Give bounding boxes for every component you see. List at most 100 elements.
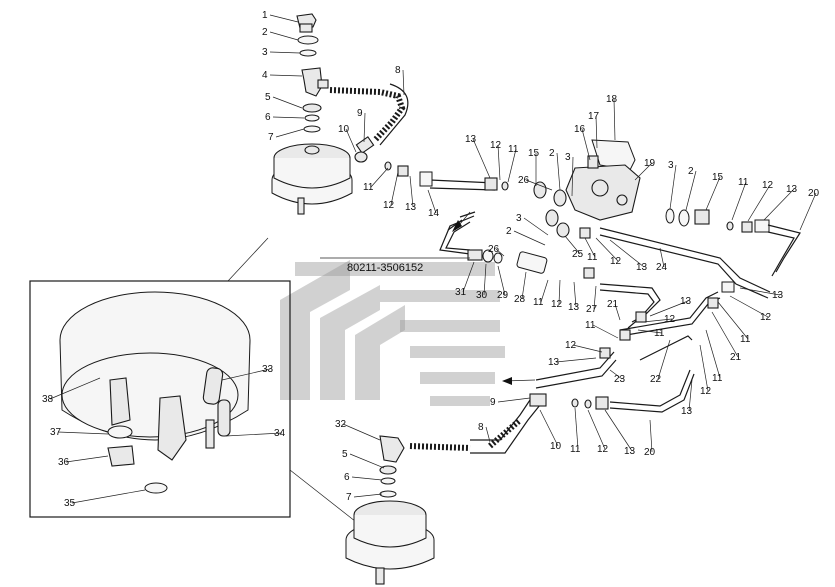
upper-brake-chamber [271, 143, 353, 215]
callout-c9: 9 [357, 108, 363, 119]
callout-c11a: 11 [363, 182, 374, 193]
callout-c22: 22 [650, 374, 662, 385]
callout-c21a: 21 [607, 299, 619, 310]
callout-c8: 8 [395, 65, 401, 76]
callout-c13d: 13 [636, 262, 648, 273]
tube-20-lower [609, 369, 691, 407]
leader-line [556, 152, 561, 191]
callout-c12e: 12 [551, 299, 563, 310]
leader-line [472, 138, 491, 179]
lower-flexible-hose [409, 443, 471, 451]
leader-line [353, 493, 383, 498]
callout-c11f: 11 [654, 328, 665, 339]
lower-hose-end-fitting [529, 393, 592, 409]
callout-c37: 37 [50, 427, 62, 438]
callout-c2c: 2 [506, 226, 512, 237]
callout-c5b: 5 [342, 449, 348, 460]
callout-c13a: 13 [405, 202, 417, 213]
valve-assembly [533, 139, 641, 238]
leader-line [571, 156, 574, 197]
leader-line [595, 237, 619, 262]
leader-line [604, 409, 633, 452]
callout-c12f: 12 [664, 314, 676, 325]
callout-c13c: 13 [786, 184, 798, 195]
callout-c23: 23 [614, 374, 626, 385]
leader-line [799, 192, 817, 231]
callout-c26b: 26 [488, 244, 500, 255]
leader-line [717, 301, 749, 340]
leader-line [669, 164, 677, 210]
callout-c12b: 12 [490, 140, 502, 151]
callout-c5: 5 [265, 92, 271, 103]
leader-line [272, 96, 303, 109]
leader-line [71, 489, 146, 504]
callout-c12d: 12 [610, 256, 622, 267]
leader-line [540, 279, 549, 303]
callout-c36: 36 [58, 457, 70, 468]
callout-c11h: 11 [585, 320, 596, 331]
leader-line [269, 74, 303, 77]
leader-line [497, 265, 506, 296]
leader-line [649, 300, 689, 317]
callout-c10: 10 [338, 124, 350, 135]
leader-line [225, 432, 283, 437]
leader-line [587, 409, 606, 450]
connector-28 [516, 251, 548, 274]
upper-hose-outline [379, 83, 409, 146]
inset-brake-chamber-detail [59, 291, 251, 494]
leader-line [685, 170, 697, 211]
callout-c29: 29 [497, 290, 509, 301]
leader-line [363, 112, 366, 143]
detail-inset-frame [29, 280, 291, 518]
leader-line [614, 303, 621, 321]
leader-line [521, 271, 527, 300]
leader-line [345, 128, 357, 153]
leader-line [705, 329, 721, 379]
leader-line [574, 407, 579, 450]
leader-line [637, 329, 663, 334]
leader-line [609, 239, 645, 268]
upper-hose-end-fitting [354, 136, 375, 163]
callout-c7b: 7 [346, 492, 352, 503]
callout-c6: 6 [265, 112, 271, 123]
lower-fitting-stack [379, 435, 405, 498]
callout-c2d: 2 [688, 166, 694, 177]
callout-c30: 30 [476, 290, 488, 301]
leader-line [573, 281, 577, 308]
leader-line [57, 431, 109, 435]
callout-c24: 24 [656, 262, 668, 273]
inset-pointer-line-lower [289, 469, 361, 526]
callout-c12j: 12 [597, 444, 609, 455]
leader-line [427, 189, 437, 214]
part-number-label: 80211-3506152 [347, 262, 423, 274]
callout-c7: 7 [268, 132, 274, 143]
leader-line [705, 176, 721, 211]
leader-line [613, 98, 616, 141]
leader-line [275, 128, 305, 138]
callout-c1: 1 [262, 10, 268, 21]
callout-c10b: 10 [550, 441, 562, 452]
callout-c12h: 12 [565, 340, 577, 351]
publisher-watermark-logo [280, 260, 505, 406]
callout-c15b: 15 [712, 172, 724, 183]
upper-flexible-hose [329, 87, 406, 143]
callout-c19: 19 [644, 158, 656, 169]
callout-c13b: 13 [465, 134, 477, 145]
callout-c11d: 11 [587, 252, 598, 263]
leader-line [409, 175, 414, 208]
leader-line [65, 455, 109, 463]
leader-line [513, 230, 546, 246]
callout-c11e: 11 [533, 297, 544, 308]
callout-c2b: 2 [549, 148, 555, 159]
callout-c38: 38 [42, 394, 54, 405]
callout-c13g: 13 [772, 290, 784, 301]
leader-line [711, 311, 739, 358]
leader-line [402, 69, 405, 96]
callout-c2: 2 [262, 27, 268, 38]
callout-c3: 3 [262, 47, 268, 58]
callout-c13f: 13 [680, 296, 692, 307]
callout-c28: 28 [514, 294, 526, 305]
tube-24 [599, 227, 771, 293]
